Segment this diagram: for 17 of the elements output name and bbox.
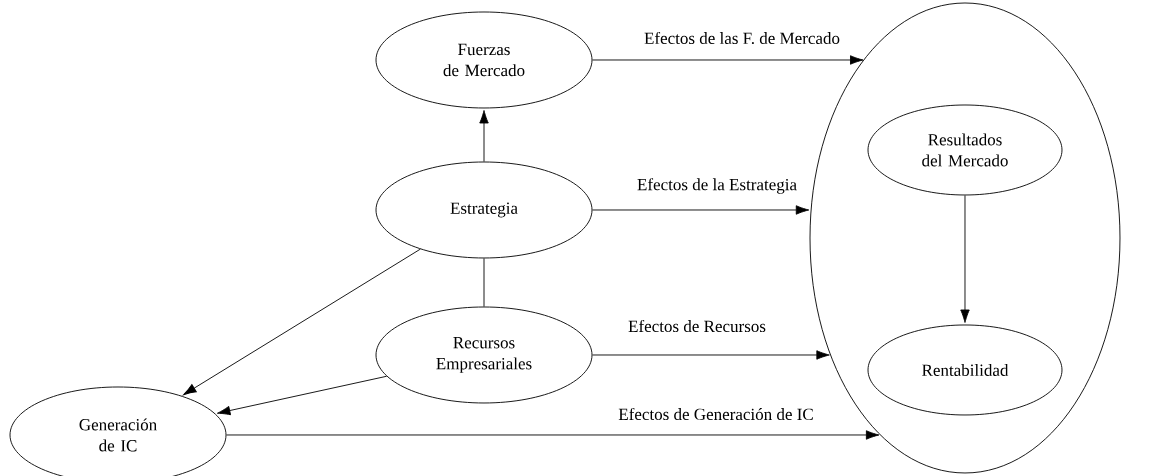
arrow [183,248,421,396]
arrow [479,110,489,162]
arrow [217,375,388,416]
arrow [592,205,810,215]
arrow [226,430,880,440]
ellipse-node: Estrategia [375,161,593,259]
edge-label: Efectos de las F. de Mercado [643,30,841,46]
ellipse-node: Resultados del Mercado [867,104,1063,196]
edge-label: Efectos de la Estrategia [636,177,798,195]
edge-label: Efectos de Recursos [627,318,767,334]
arrow [592,55,864,65]
arrow [592,350,830,360]
arrow [960,195,970,323]
ellipse-node: Fuerzas de Mercado [375,11,593,109]
edge-label: Efectos de Generación de IC [617,406,815,422]
ellipse-node: Recursos Empresariales [375,306,593,404]
ellipse-node: Rentabilidad [867,324,1063,416]
